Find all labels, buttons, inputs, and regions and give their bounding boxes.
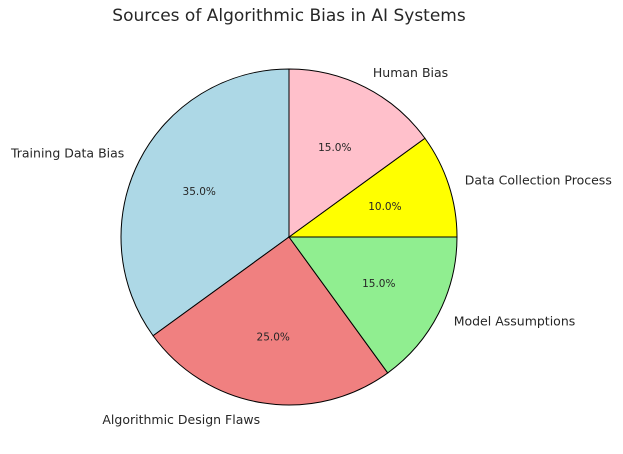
chart-title: Sources of Algorithmic Bias in AI System… <box>112 6 466 26</box>
slice-algorithmic-design-flaws <box>152 236 389 406</box>
slice-pct-data-collection-process: 10.0% <box>368 201 401 213</box>
slice-label-human-bias: Human Bias <box>373 65 448 80</box>
slice-data-collection-process <box>287 137 458 238</box>
slice-label-data-collection-process: Data Collection Process <box>465 172 612 187</box>
slice-human-bias <box>288 68 426 238</box>
slice-model-assumptions <box>288 236 458 374</box>
slice-pct-human-bias: 15.0% <box>318 142 351 154</box>
pie-labels: Training Data Bias 35.0% Algorithmic Desig… <box>10 65 612 427</box>
slice-pct-model-assumptions: 15.0% <box>362 278 395 290</box>
pie-slices <box>120 68 458 406</box>
slice-training-data-bias <box>120 68 290 337</box>
slice-pct-algorithmic-design-flaws: 25.0% <box>257 332 290 344</box>
slice-label-training-data-bias: Training Data Bias <box>10 146 124 161</box>
slice-label-model-assumptions: Model Assumptions <box>454 313 576 328</box>
slice-pct-training-data-bias: 35.0% <box>183 186 216 198</box>
slice-label-algorithmic-design-flaws: Algorithmic Design Flaws <box>102 412 260 427</box>
